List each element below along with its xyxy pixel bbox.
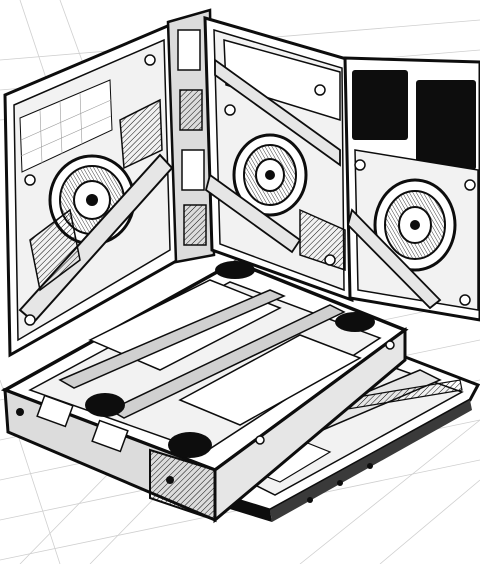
middle-panel [203,15,354,303]
front-flat-device [0,260,409,524]
hinge-column [166,8,216,264]
right-panel-display-left [352,70,408,140]
device-ports [85,261,375,458]
right-panel-display-right [416,80,476,170]
right-fan [373,178,457,272]
left-panel [3,22,180,358]
right-panel [343,56,480,322]
middle-fan [232,133,308,217]
